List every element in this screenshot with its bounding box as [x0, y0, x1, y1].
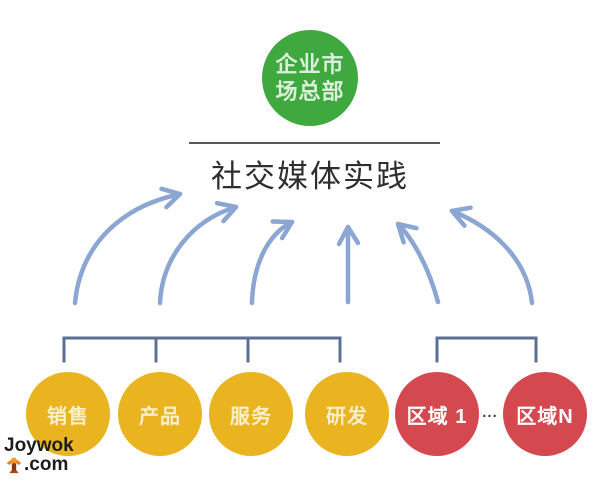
department-circle-product: 产品	[118, 372, 202, 456]
regions-bracket	[435, 336, 538, 363]
regions-ellipsis: ...	[482, 404, 498, 421]
region-circle-1: 区域 1	[395, 372, 479, 456]
region-circle-n: 区域N	[503, 372, 587, 456]
curved-arrow-1	[72, 186, 183, 306]
joywok-watermark: Joywok .com	[4, 435, 74, 475]
department-circle-service: 服务	[209, 372, 293, 456]
curved-arrow-5	[395, 221, 441, 305]
department-label: 服务	[230, 405, 272, 428]
department-circle-sales: 销售	[26, 372, 110, 456]
curved-arrow-3	[249, 219, 295, 306]
region-label: 区域N	[516, 405, 574, 428]
divider-line	[189, 142, 440, 144]
curved-arrow-6	[449, 205, 535, 306]
department-label: 销售	[47, 405, 89, 428]
region-label: 区域 1	[406, 405, 468, 428]
department-label: 研发	[326, 405, 368, 428]
joywok-domain-suffix: .com	[24, 454, 69, 475]
joywok-logo-icon	[6, 457, 22, 474]
department-circle-rnd: 研发	[305, 372, 389, 456]
joywok-brand-text: Joywok	[4, 435, 74, 456]
practice-title: 社交媒体实践	[211, 159, 409, 194]
brackets-group	[62, 336, 538, 363]
department-label: 产品	[139, 405, 181, 428]
departments-bracket	[62, 336, 342, 363]
upward-arrows-group	[72, 186, 535, 306]
headquarters-circle: 企业市场总部	[262, 30, 358, 126]
curved-arrow-2	[157, 200, 239, 306]
headquarters-label: 企业市场总部	[275, 52, 345, 104]
